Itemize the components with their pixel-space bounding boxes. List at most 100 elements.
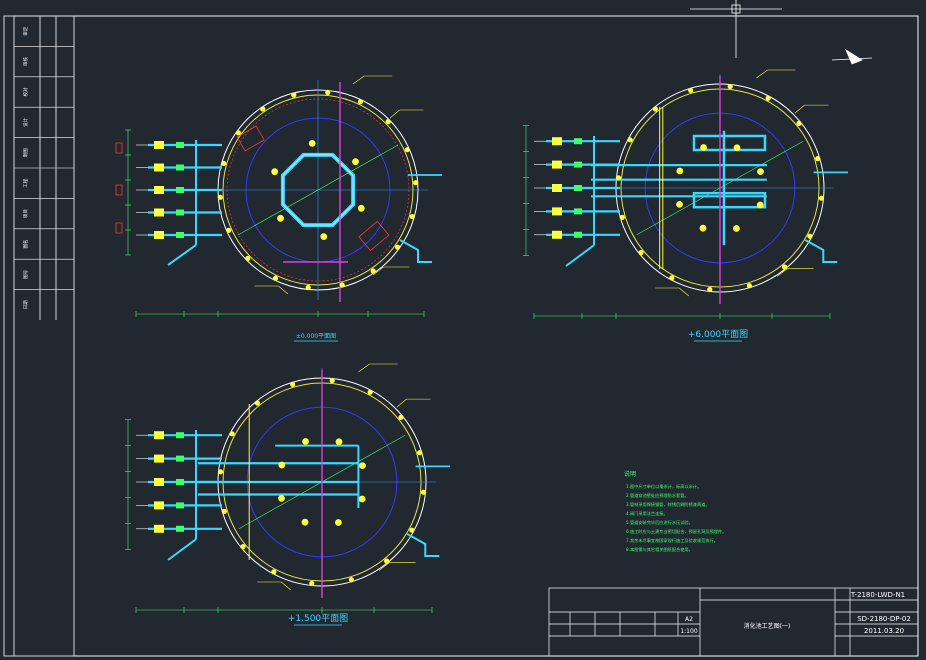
perimeter-fitting [627,137,633,143]
flange-icon [176,432,184,439]
interior-fitting [302,438,309,445]
corner-chamber [358,220,390,252]
interior-fitting [308,140,316,147]
crosshair-cursor [690,0,782,58]
interior-fitting [278,495,285,502]
valve-icon [154,454,164,463]
side-strip-label: 设计 [22,117,29,126]
side-strip-label: 图名 [22,240,29,249]
title-block-text: T-2180-LWD-N1 SD-2180-DP-02 2011.03.20 A… [680,591,910,635]
interior-fitting [352,158,359,166]
notes-line: 3.管材采用焊接钢管，除锈后刷防锈漆两道。 [626,501,710,508]
outlet-pipe [399,239,432,263]
perimeter-fitting [707,286,713,293]
valve-icon [154,231,164,239]
interior-header-pipe [692,134,767,152]
diagonal-axis [237,144,399,236]
perimeter-fitting [619,214,625,220]
perimeter-fitting [367,389,373,395]
perimeter-fitting [807,233,813,239]
drawing-frame [3,15,919,657]
perimeter-fitting [325,89,331,96]
paper-size: A2 [685,616,693,623]
perimeter-fitting [245,255,251,261]
flange-icon [176,455,184,462]
plan-ground-level [115,75,442,317]
interior-fitting [357,204,365,212]
interior-fitting [301,518,309,526]
perimeter-fitting [395,244,401,250]
perimeter-fitting [727,83,733,90]
section-mark [115,222,123,234]
perimeter-fitting [291,92,297,98]
interior-fitting [335,519,342,526]
collector-pipe [565,244,595,267]
flange-icon [176,232,184,238]
callout-leader [777,268,788,277]
notes-line: 1.图中尺寸单位以毫米计，标高以米计。 [626,483,701,490]
callout-leader [389,109,400,119]
side-strip-label: 审核 [22,57,29,66]
perimeter-fitting [221,160,227,166]
valve-icon [552,184,562,192]
perimeter-fitting [652,106,659,112]
notes-line: 2.管道穿池壁处应预埋防水套管。 [626,492,689,499]
flange-icon [176,502,184,509]
perimeter-fitting [409,214,415,220]
callout-leader [372,266,384,276]
perimeter-fitting [290,381,296,387]
interior-fitting [756,201,764,209]
perimeter-fitting [357,99,364,105]
valve-icon [154,524,164,533]
flange-icon [574,231,582,238]
flange-icon [574,185,582,191]
interior-fitting [277,214,284,222]
perimeter-fitting [404,147,410,153]
corner-chamber [236,125,265,152]
perimeter-fitting [370,268,376,274]
perimeter-fitting [329,377,335,384]
perimeter-fitting [615,175,622,181]
valve-icon [552,160,562,169]
perimeter-fitting [217,194,223,200]
side-strip-label: 审定 [22,26,29,35]
plan-level-6000 [523,69,848,319]
perimeter-fitting [796,120,802,126]
flange-icon [574,208,582,215]
drawing-number: T-2180-LWD-N1 [850,591,905,599]
callout-leader [756,69,768,79]
perimeter-fitting [235,130,241,136]
collector-pipe [167,244,197,266]
interior-fitting [733,144,741,152]
notes-line: 7.其余未尽事宜按国家现行施工及验收规范执行。 [626,537,718,544]
outlet-pipe [804,239,838,263]
callout-leader [679,287,689,297]
callout-leader [396,398,407,408]
section-mark [115,184,123,196]
notes-line: 6.施工时应与土建专业密切配合，预留孔洞及预埋件。 [626,528,726,535]
notes-line: 4.阀门采用法兰连接。 [626,510,668,517]
drawing-date: 2011.03.20 [864,627,904,635]
perimeter-fitting [638,250,644,256]
side-strip-label: 日期 [23,300,29,309]
perimeter-fitting [348,577,354,583]
perimeter-fitting [272,275,279,281]
interior-fitting [278,461,286,469]
perimeter-fitting [782,264,788,270]
perimeter-fitting [413,180,419,186]
valve-icon [552,230,562,239]
design-number: SD-2180-DP-02 [857,615,911,623]
interior-header-pipe [692,191,767,209]
notes-line: 5.管道安装完毕后应进行水压试验。 [626,519,693,526]
flange-icon [176,209,184,216]
perimeter-fitting [240,544,246,550]
central-octagon-outline [282,154,354,226]
valve-icon [154,501,164,510]
interior-fitting [320,233,328,241]
valve-icon [154,186,164,194]
perimeter-fitting [260,106,266,112]
collector-pipe [167,538,197,561]
side-strip-label: 项目 [23,209,29,218]
